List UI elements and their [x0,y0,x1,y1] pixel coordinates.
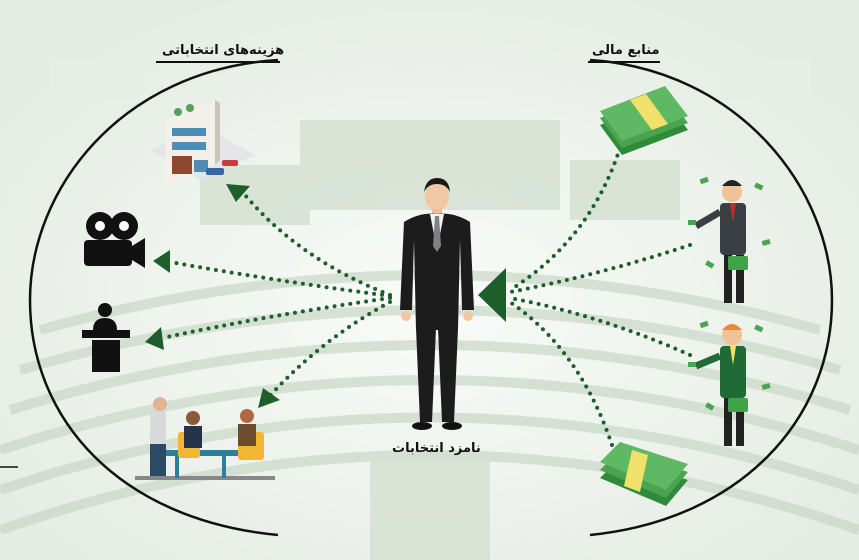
arrowhead-podium [145,327,164,350]
businessman-money-icon [688,176,771,303]
left-enclosure-arc [28,58,279,537]
arrow-from-money-top [508,146,622,292]
arrowhead-camera [153,250,170,273]
arrowhead-building [226,184,250,202]
expenses-title: هزینه‌های انتخاباتی [162,43,285,58]
sources-title: منابع مالی [592,43,660,58]
podium-speaker-icon [82,303,130,372]
arrow-to-podium [160,296,392,340]
arrow-to-meeting [266,300,392,400]
arrow-from-man-bottom [508,296,692,357]
businessman-money-icon [688,320,771,446]
arrow-from-money-bottom [508,300,614,447]
building-icon [150,100,255,185]
center-arrowhead [478,268,506,322]
candidate-figure [400,178,474,430]
film-camera-icon [84,212,145,268]
arrow-to-building [243,193,392,297]
meeting-people-icon [135,397,275,480]
arrowhead-meeting [258,388,280,408]
candidate-label: نامزد انتخابات [392,441,481,456]
right-enclosure-arc [589,58,834,537]
arrow-from-man-top [508,243,692,294]
money-stack-icon [600,86,688,155]
money-stack-icon [600,442,688,506]
